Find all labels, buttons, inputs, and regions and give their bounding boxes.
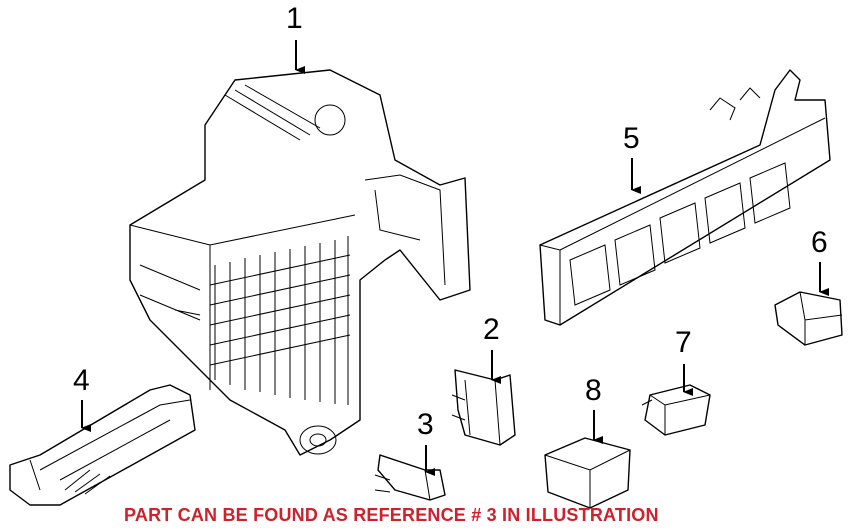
callout-1: 1 (286, 2, 303, 35)
callout-2: 2 (483, 313, 500, 346)
part-4-fuse-cover (9, 384, 196, 506)
part-6-relay-clip (774, 291, 843, 346)
callout-3: 3 (417, 408, 434, 441)
part-5-relay-bracket (539, 69, 831, 326)
part-8-relay (544, 437, 631, 509)
part-7-relay (641, 384, 711, 436)
part-2-fuse (451, 369, 516, 446)
callout-7: 7 (675, 326, 692, 359)
callout-arrows (81, 40, 829, 476)
callout-6: 6 (811, 226, 828, 259)
part-1-fuse-box (129, 69, 471, 456)
callout-8: 8 (585, 374, 602, 407)
callout-5: 5 (623, 122, 640, 155)
callout-4: 4 (73, 364, 90, 397)
part-3-mini-fuse (374, 454, 446, 501)
reference-note: PART CAN BE FOUND AS REFERENCE # 3 IN IL… (124, 505, 659, 525)
